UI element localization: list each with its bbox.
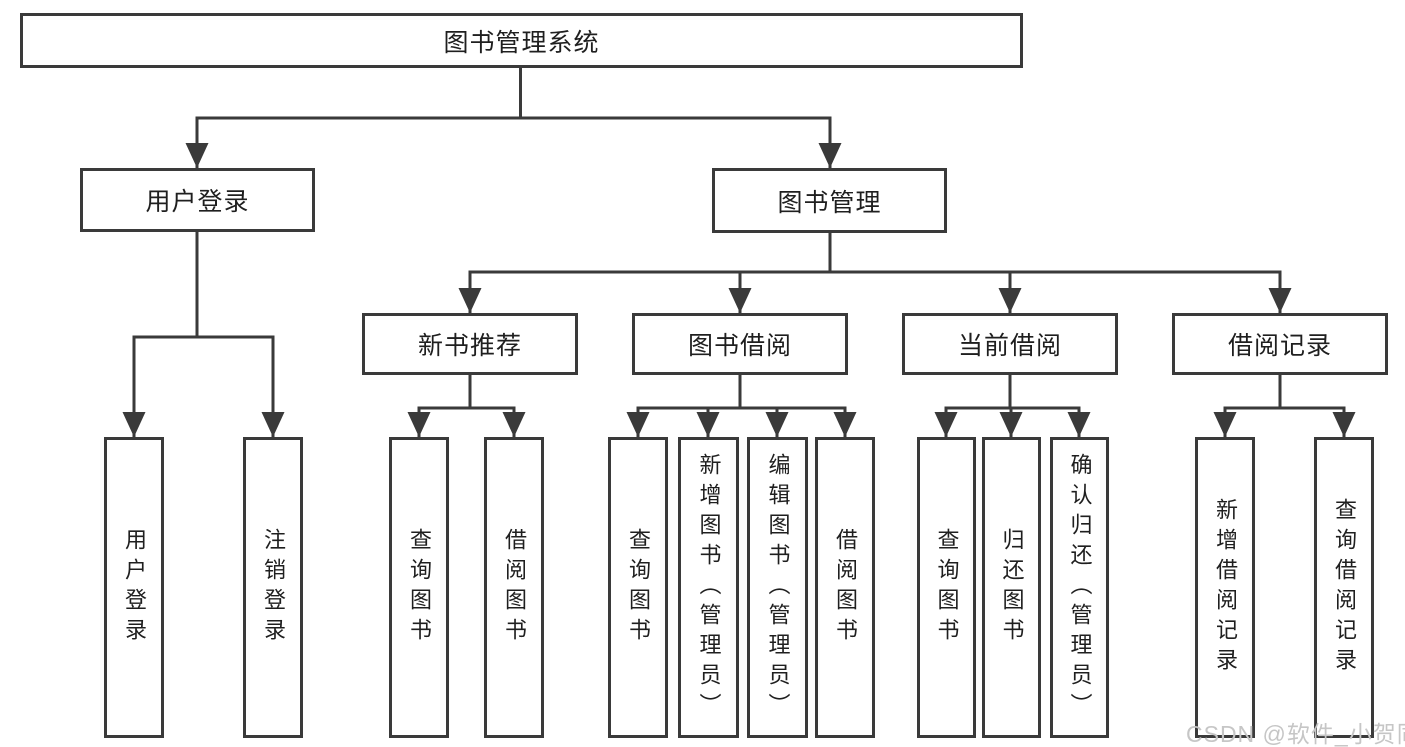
node-new-book-recommend: 新书推荐: [362, 313, 578, 375]
node-book-management-label: 图书管理: [777, 188, 882, 217]
leaf-query-borrow-record-label: 查询借阅记录: [1332, 497, 1357, 678]
leaf-borrow-books-2-label: 借阅图书: [833, 527, 858, 648]
leaf-confirm-return-admin: 确认归还（管理员）: [1050, 437, 1109, 738]
csdn-watermark: CSDN @软件_小贺同学: [1186, 721, 1405, 747]
leaf-return-book-label: 归还图书: [999, 527, 1025, 648]
node-user-login-label: 用户登录: [145, 188, 250, 216]
node-library-system: 图书管理系统: [20, 13, 1023, 68]
connector-book-borrow-to-leaves: [626, 375, 857, 437]
node-user-login: 用户登录: [80, 168, 315, 232]
leaf-query-books-2: 查询图书: [608, 437, 668, 738]
leaf-user-login-label: 用户登录: [122, 527, 147, 648]
leaf-query-books-3-label: 查询图书: [934, 527, 960, 648]
leaf-query-borrow-record: 查询借阅记录: [1314, 437, 1374, 738]
leaf-edit-book-admin: 编辑图书（管理员）: [747, 437, 808, 738]
leaf-query-books-3: 查询图书: [917, 437, 976, 738]
leaf-add-book-admin: 新增图书（管理员）: [678, 437, 739, 738]
node-borrow-records: 借阅记录: [1172, 313, 1388, 375]
leaf-query-books-1-label: 查询图书: [407, 527, 432, 648]
node-current-borrow: 当前借阅: [902, 313, 1118, 375]
node-current-borrow-label: 当前借阅: [957, 332, 1062, 360]
node-book-borrow: 图书借阅: [632, 313, 848, 375]
leaf-add-borrow-record: 新增借阅记录: [1195, 437, 1255, 738]
connector-root-to-level2: [185, 68, 842, 168]
leaf-query-books-2-label: 查询图书: [626, 527, 651, 648]
leaf-return-book: 归还图书: [982, 437, 1041, 738]
connector-book-mgmt-to-level3: [458, 233, 1292, 313]
leaf-borrow-books-1: 借阅图书: [484, 437, 544, 738]
leaf-borrow-books-2: 借阅图书: [815, 437, 875, 738]
node-book-borrow-label: 图书借阅: [687, 332, 792, 360]
leaf-add-book-admin-label: 新增图书（管理员）: [696, 452, 722, 723]
leaf-query-books-1: 查询图书: [389, 437, 449, 738]
connector-user-login-to-leaves: [122, 232, 285, 437]
leaf-borrow-books-1-label: 借阅图书: [502, 527, 527, 648]
leaf-logout: 注销登录: [243, 437, 303, 738]
leaf-user-login: 用户登录: [104, 437, 164, 738]
node-book-management: 图书管理: [712, 168, 947, 233]
node-borrow-records-label: 借阅记录: [1227, 332, 1332, 360]
node-new-book-recommend-label: 新书推荐: [417, 332, 522, 360]
leaf-add-borrow-record-label: 新增借阅记录: [1213, 497, 1238, 678]
node-library-system-label: 图书管理系统: [443, 28, 600, 57]
leaf-confirm-return-admin-label: 确认归还（管理员）: [1067, 452, 1093, 723]
connector-borrow-record-to-leaves: [1213, 375, 1356, 437]
connector-current-borrow-to-leaves: [934, 375, 1091, 437]
leaf-logout-label: 注销登录: [261, 527, 286, 648]
leaf-edit-book-admin-label: 编辑图书（管理员）: [765, 452, 791, 723]
connector-new-book-to-leaves: [407, 375, 526, 437]
